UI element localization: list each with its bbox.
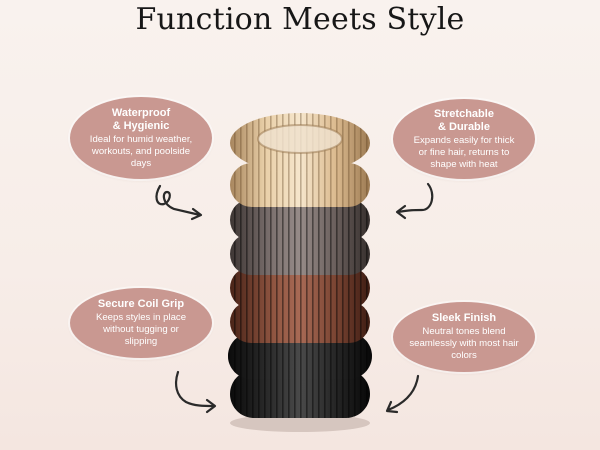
callout-sleek-finish: Sleek Finish Neutral tones blend seamles… bbox=[393, 302, 535, 372]
arrow-icon-top-right bbox=[395, 182, 434, 220]
callout-heading: Secure Coil Grip bbox=[97, 298, 185, 310]
arrow-icon-top-left bbox=[155, 184, 203, 221]
callout-body: Ideal for humid weather, workouts, and p… bbox=[89, 133, 193, 169]
callout-body: Keeps styles in place without tugging or… bbox=[95, 312, 187, 347]
page-title: Function Meets Style bbox=[135, 2, 465, 37]
callout-body: Expands easily for thick or fine hair, r… bbox=[413, 134, 515, 170]
callout-stretchable: Stretchable & Durable Expands easily for… bbox=[393, 99, 535, 179]
callout-heading: Sleek Finish bbox=[431, 312, 497, 324]
black-coil-ring bbox=[230, 370, 370, 418]
black-coil-ring bbox=[228, 333, 372, 379]
callout-heading: Stretchable & Durable bbox=[434, 107, 494, 133]
grey-coil-ring bbox=[230, 233, 370, 275]
brown-coil-ring bbox=[230, 267, 370, 309]
grey-coil-ring bbox=[230, 199, 370, 241]
coil-hair-tie-stack-image bbox=[228, 113, 372, 432]
clear-coil-ring bbox=[230, 163, 370, 207]
arrow-icon-bottom-left bbox=[175, 370, 217, 414]
brown-coil-ring bbox=[230, 301, 370, 343]
callout-heading: Waterproof & Hygienic bbox=[111, 106, 171, 132]
callout-waterproof: Waterproof & Hygienic Ideal for humid we… bbox=[70, 97, 212, 179]
arrow-icon-bottom-right bbox=[385, 374, 420, 414]
callout-secure-grip: Secure Coil Grip Keeps styles in place w… bbox=[70, 288, 212, 358]
callout-body: Neutral tones blend seamlessly with most… bbox=[409, 326, 519, 361]
clear-coil-ring-top bbox=[230, 113, 370, 173]
